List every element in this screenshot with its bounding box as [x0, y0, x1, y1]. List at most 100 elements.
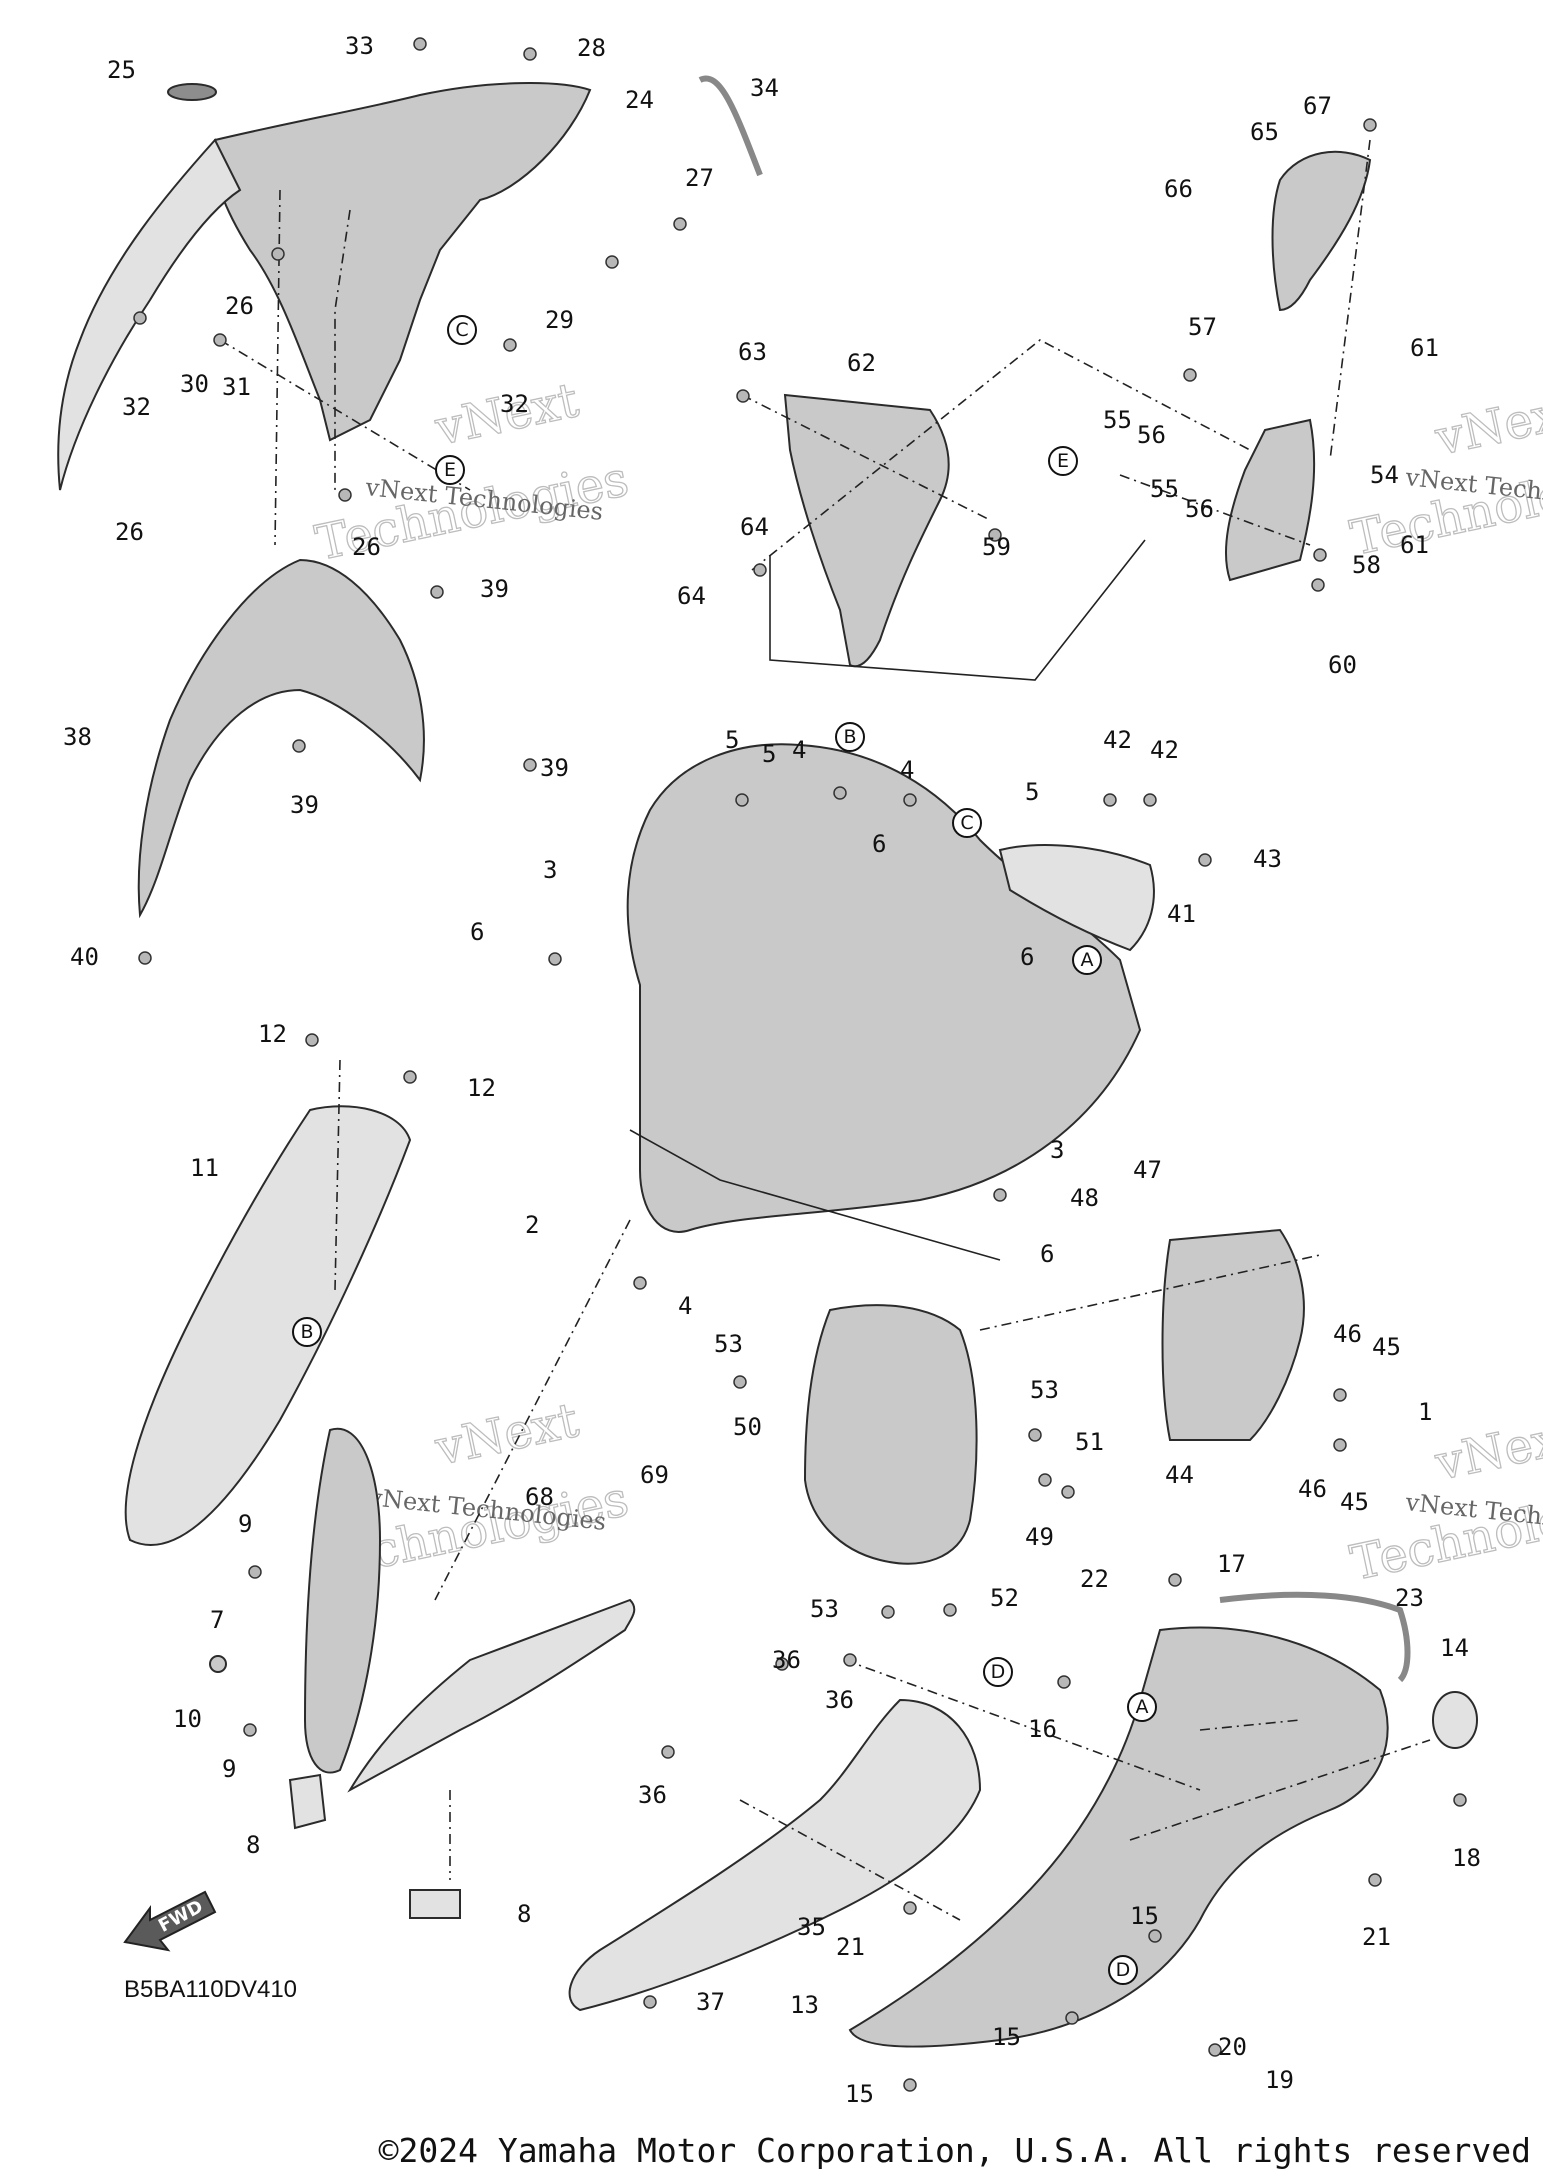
fastener	[988, 528, 1002, 542]
part-rail-23	[1219, 1591, 1411, 1683]
ref-mark-d: D	[1108, 1955, 1138, 1985]
callout-label: 49	[1025, 1523, 1054, 1551]
callout-label: 15	[845, 2080, 874, 2108]
part-side-panel-7	[303, 1427, 382, 1774]
callout-label: 7	[210, 1606, 224, 1634]
callout-label: 38	[63, 723, 92, 751]
fwd-arrow: FWD	[123, 1890, 217, 1952]
fastener	[138, 951, 152, 965]
fastener	[903, 1901, 917, 1915]
callout-label: 21	[836, 1933, 865, 1961]
callout-label: 30	[180, 370, 209, 398]
fastener	[661, 1745, 675, 1759]
callout-label: 61	[1400, 531, 1429, 559]
callout-label: 4	[900, 756, 914, 784]
fastener	[213, 333, 227, 347]
callout-label: 54	[1370, 461, 1399, 489]
fastener	[753, 563, 767, 577]
callout-label: 3	[1050, 1136, 1064, 1164]
ref-mark-a: A	[1127, 1692, 1157, 1722]
ref-mark-d: D	[983, 1657, 1013, 1687]
ref-mark-label: C	[960, 812, 973, 834]
fastener	[1038, 1473, 1052, 1487]
callout-label: 2	[525, 1211, 539, 1239]
part-side-cowl-left	[57, 138, 242, 491]
callout-label: 19	[1265, 2066, 1294, 2094]
assembly-line	[1129, 1739, 1431, 1841]
fastener	[1057, 1675, 1071, 1689]
callout-label: 32	[500, 390, 529, 418]
callout-label: 60	[1328, 651, 1357, 679]
assembly-line	[1199, 1719, 1301, 1731]
callout-label: 63	[738, 338, 767, 366]
callout-label: 41	[1167, 900, 1196, 928]
callout-label: 16	[1028, 1715, 1057, 1743]
callout-label: 65	[1250, 118, 1279, 146]
callout-label: 8	[517, 1900, 531, 1928]
callout-label: 26	[225, 292, 254, 320]
ref-mark-b: B	[835, 722, 865, 752]
assembly-line	[1329, 139, 1371, 461]
fastener	[548, 952, 562, 966]
fastener	[736, 389, 750, 403]
part-block-8b	[409, 1889, 461, 1919]
callout-label: 31	[222, 373, 251, 401]
ref-mark-a: A	[1072, 945, 1102, 975]
fastener	[1143, 793, 1157, 807]
callout-label: 62	[847, 349, 876, 377]
fastener	[993, 1188, 1007, 1202]
ref-mark-label: C	[455, 319, 468, 341]
fwd-arrow-icon	[123, 1890, 217, 1952]
callout-label: 3	[543, 856, 557, 884]
callout-label: 48	[1070, 1184, 1099, 1212]
callout-label: 15	[992, 2023, 1021, 2051]
fastener	[1168, 1573, 1182, 1587]
callout-label: 26	[115, 518, 144, 546]
fastener	[523, 758, 537, 772]
fastener	[430, 585, 444, 599]
part-side-cover-41	[998, 844, 1155, 952]
callout-label: 39	[480, 575, 509, 603]
part-panel-68	[347, 1598, 636, 1793]
callout-label: 1	[1418, 1398, 1432, 1426]
fastener	[413, 37, 427, 51]
callout-label: 53	[714, 1330, 743, 1358]
callout-label: 5	[762, 740, 776, 768]
callout-label: 56	[1137, 421, 1166, 449]
callout-label: 58	[1352, 551, 1381, 579]
fastener	[1148, 1929, 1162, 1943]
callout-label: 14	[1440, 1634, 1469, 1662]
callout-label: 45	[1372, 1333, 1401, 1361]
callout-label: 66	[1164, 175, 1193, 203]
callout-label: 64	[740, 513, 769, 541]
callout-label: 42	[1150, 736, 1179, 764]
callout-label: 57	[1188, 313, 1217, 341]
callout-label: 29	[545, 306, 574, 334]
fastener	[243, 1723, 257, 1737]
fastener	[673, 217, 687, 231]
watermark-line1: vNext	[1430, 1407, 1543, 1492]
fastener	[1198, 853, 1212, 867]
callout-label: 36	[638, 1781, 667, 1809]
fastener	[1368, 1873, 1382, 1887]
ref-mark-label: B	[300, 1321, 313, 1343]
assembly-line	[979, 1254, 1321, 1331]
callout-label: 45	[1340, 1488, 1369, 1516]
callout-label: 26	[352, 533, 381, 561]
callout-label: 47	[1133, 1156, 1162, 1184]
ref-mark-label: A	[1081, 949, 1094, 971]
callout-label: 23	[1395, 1584, 1424, 1612]
callout-label: 52	[990, 1584, 1019, 1612]
ref-mark-label: E	[444, 459, 456, 481]
callout-label: 44	[1165, 1461, 1194, 1489]
callout-label: 6	[1040, 1240, 1054, 1268]
fastener	[133, 311, 147, 325]
callout-label: 69	[640, 1461, 669, 1489]
part-ring-25	[167, 83, 217, 101]
callout-label: 27	[685, 164, 714, 192]
fastener	[1028, 1428, 1042, 1442]
fastener	[338, 488, 352, 502]
callout-label: 4	[678, 1292, 692, 1320]
callout-label: 11	[190, 1154, 219, 1182]
